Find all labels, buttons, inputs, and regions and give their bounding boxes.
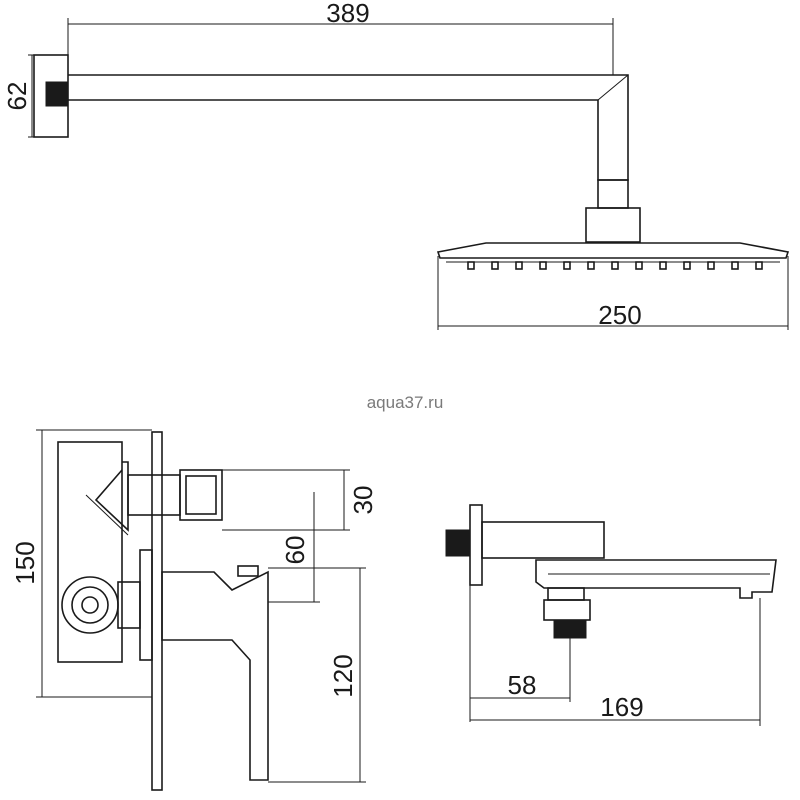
dim-label-250: 250 — [598, 300, 641, 330]
head-nozzles — [467, 261, 763, 270]
dimension-flange-height: 62 — [2, 54, 34, 138]
diverter-collar — [547, 587, 585, 601]
spout-body — [481, 521, 605, 559]
spout-arm — [535, 559, 777, 599]
dimension-head-width: 250 — [437, 256, 789, 330]
dimension-spout-outlet: 58 — [469, 585, 571, 722]
valve-body — [57, 441, 123, 663]
dim-label-169: 169 — [600, 692, 643, 722]
dim-label-389: 389 — [326, 0, 369, 28]
dim-label-58: 58 — [508, 670, 537, 700]
outlet-nut — [179, 469, 223, 521]
outlet-pipe — [127, 474, 181, 516]
dimension-spout-length: 169 — [470, 598, 761, 726]
spout-side-view: 58 169 — [445, 504, 777, 726]
diverter-nut — [543, 599, 591, 621]
dimension-lever-offset: 60 — [268, 492, 320, 603]
handle-cap — [237, 565, 259, 577]
dimension-arm-length: 389 — [67, 0, 614, 75]
spout-wall-plate — [469, 504, 483, 586]
wall-plate — [151, 431, 163, 791]
dimension-mixer-height: 150 — [10, 429, 152, 698]
dim-label-120: 120 — [328, 654, 358, 697]
thread-nipple-top — [45, 81, 69, 107]
arm-connector — [597, 179, 629, 209]
ball-joint — [585, 207, 641, 243]
dimension-lever-length: 120 — [268, 567, 366, 783]
shower-arm-view: 389 62 250 — [2, 0, 790, 330]
dimension-outlet-offset: 30 — [222, 469, 378, 531]
diverter-thread — [553, 619, 587, 639]
dim-label-150: 150 — [10, 541, 40, 584]
dim-label-62: 62 — [2, 82, 32, 111]
thread-nipple-spout — [445, 529, 471, 557]
lever-handle — [161, 570, 269, 781]
mixer-side-view: 150 30 60 120 — [10, 429, 378, 791]
watermark-text: aqua37.ru — [367, 393, 444, 412]
rain-shower-head — [436, 242, 790, 259]
dim-label-30: 30 — [348, 486, 378, 515]
shower-arm — [68, 74, 629, 181]
dim-label-60: 60 — [280, 536, 310, 565]
escutcheon — [139, 549, 153, 661]
cartridge-housing — [61, 576, 119, 634]
